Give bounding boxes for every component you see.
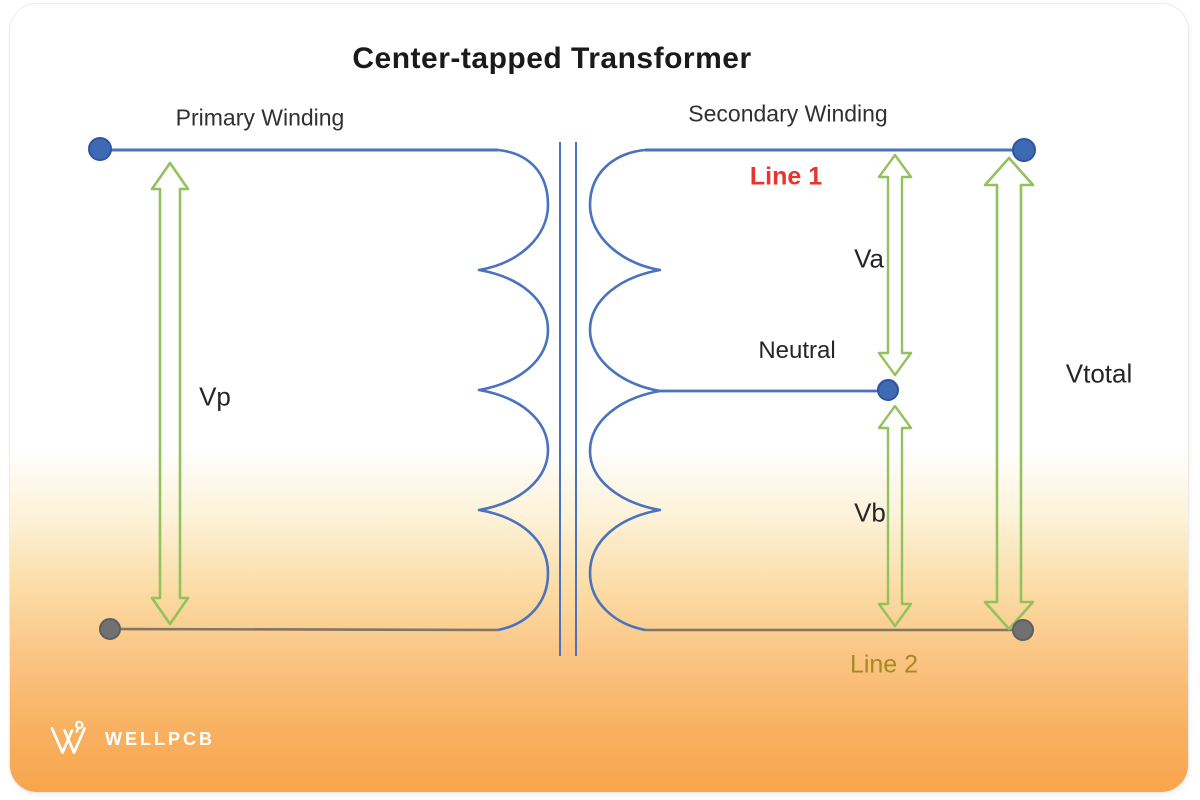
wellpcb-logo-icon xyxy=(50,720,86,754)
vtotal-arrow xyxy=(983,156,1035,631)
diagram-card-background xyxy=(9,3,1189,793)
line1-terminal-dot xyxy=(1012,138,1036,162)
line2-label: Line 2 xyxy=(849,650,919,679)
secondary-coil xyxy=(588,148,662,632)
vtotal-label: Vtotal xyxy=(1065,358,1133,389)
vb-arrow xyxy=(877,404,913,628)
vb-label: Vb xyxy=(854,497,886,528)
primary-bottom-wire xyxy=(115,627,499,632)
secondary-winding-label: Secondary Winding xyxy=(688,100,888,127)
vp-label: Vp xyxy=(199,381,231,412)
neutral-terminal-dot xyxy=(877,379,899,401)
primary-top-terminal-dot xyxy=(88,137,112,161)
va-arrow xyxy=(877,153,913,377)
va-label: Va xyxy=(854,243,884,274)
primary-coil xyxy=(477,148,550,632)
primary-bottom-terminal-dot xyxy=(99,618,121,640)
vp-arrow xyxy=(150,161,190,626)
line1-label: Line 1 xyxy=(749,162,823,191)
wellpcb-logo: WELLPCB xyxy=(50,720,215,758)
neutral-label: Neutral xyxy=(758,337,836,364)
diagram-title: Center-tapped Transformer xyxy=(352,42,752,75)
wellpcb-logo-text: WELLPCB xyxy=(105,728,215,749)
primary-winding-label: Primary Winding xyxy=(175,104,345,131)
line2-terminal-dot xyxy=(1012,619,1034,641)
